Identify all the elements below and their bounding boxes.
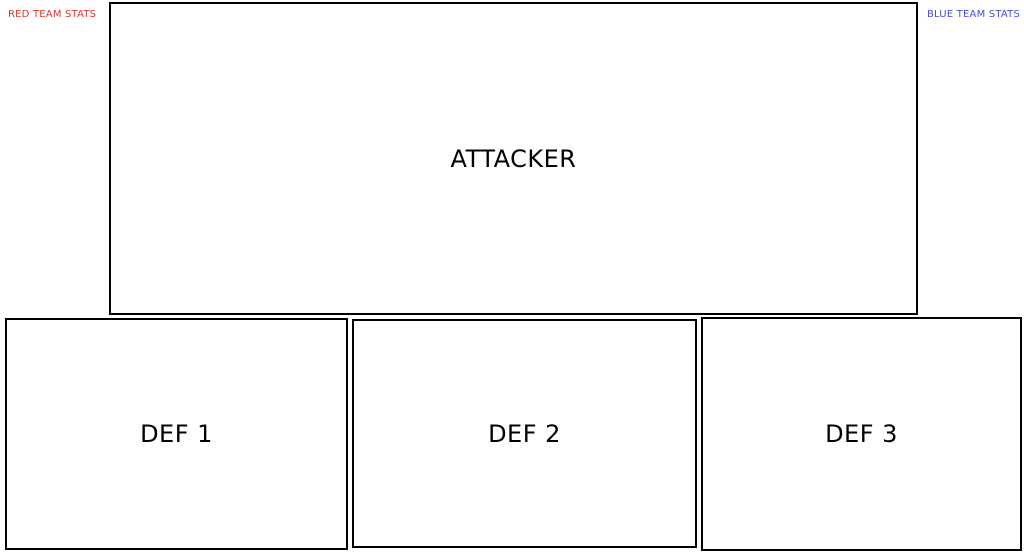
def-3-label: DEF 3: [825, 420, 898, 448]
def-2-label: DEF 2: [488, 419, 561, 448]
def-3-panel: DEF 3: [701, 317, 1022, 551]
red-team-stats-label: RED TEAM STATS: [8, 9, 97, 20]
attacker-panel: ATTACKER: [109, 2, 918, 315]
blue-team-stats-label: BLUE TEAM STATS: [926, 9, 1020, 20]
def-1-label: DEF 1: [140, 420, 213, 448]
attacker-label: ATTACKER: [450, 144, 577, 173]
def-1-panel: DEF 1: [5, 318, 348, 550]
def-2-panel: DEF 2: [352, 319, 697, 548]
